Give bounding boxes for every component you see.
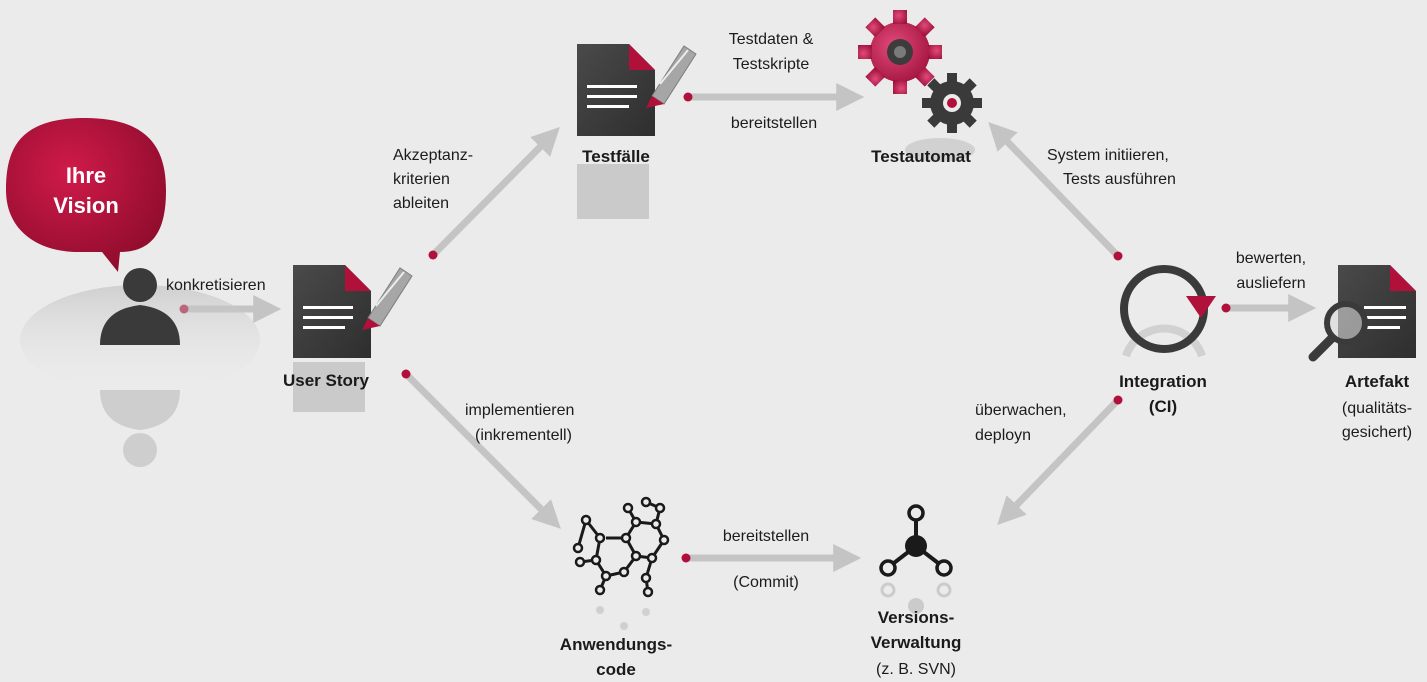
version-control-reflection	[880, 582, 952, 614]
cycle-icon	[1120, 265, 1216, 353]
versions-label-1: Versions-	[878, 608, 955, 627]
label-konkretisieren: konkretisieren	[166, 277, 266, 294]
label-ueberwachen-1: überwachen,	[975, 402, 1067, 419]
person-group	[20, 268, 260, 467]
small-gear-icon	[922, 73, 982, 133]
cycle-reflection	[1122, 324, 1206, 358]
anwendungscode-node: Anwendungs- code	[560, 496, 672, 679]
label-akzeptanz-3: ableiten	[393, 195, 449, 212]
label-system-2: Tests ausführen	[1063, 171, 1176, 188]
label-commit: (Commit)	[733, 574, 799, 591]
arrow-userstory-to-code	[403, 371, 561, 529]
label-testdaten-1: Testdaten &	[729, 31, 814, 48]
arrows	[184, 83, 1317, 572]
label-system-1: System initiieren,	[1047, 147, 1169, 164]
integration-node: Integration (CI)	[1119, 265, 1216, 416]
person-reflection	[100, 390, 180, 467]
gear-reflection	[905, 138, 975, 162]
versions-sub-label: (z. B. SVN)	[876, 661, 956, 678]
testfaelle-reflection	[577, 164, 649, 219]
edge-labels: konkretisieren Akzeptanz- kriterien able…	[166, 31, 1306, 591]
magnifier-icon	[1308, 301, 1368, 362]
anwendungscode-label-1: Anwendungs-	[560, 635, 672, 654]
anwendungscode-label-2: code	[596, 660, 636, 679]
molecule-atoms	[572, 496, 670, 598]
artefakt-label: Artefakt	[1345, 372, 1410, 391]
label-bereitstellen-top: bereitstellen	[731, 115, 817, 132]
testfaelle-node: Testfälle	[577, 44, 697, 219]
label-akzeptanz-2: kriterien	[393, 171, 450, 188]
user-story-node: User Story	[283, 265, 413, 412]
artefakt-node: Artefakt (qualitäts- gesichert)	[1308, 265, 1416, 441]
integration-label-2: (CI)	[1149, 397, 1177, 416]
user-story-label: User Story	[283, 371, 370, 390]
pencil-icon	[646, 45, 697, 108]
artefakt-sub-1: (qualitäts-	[1342, 400, 1412, 417]
artefakt-sub-2: gesichert)	[1342, 424, 1412, 441]
vision-line2: Vision	[53, 193, 119, 218]
arrow-integration-to-testautomat	[988, 121, 1121, 259]
label-bewerten-1: bewerten,	[1236, 250, 1306, 267]
label-bewerten-2: ausliefern	[1236, 275, 1305, 292]
integration-label-1: Integration	[1119, 372, 1207, 391]
large-gear-icon	[858, 10, 942, 94]
document-icon	[293, 265, 371, 358]
label-implementieren-2: (inkrementell)	[475, 427, 572, 444]
label-ueberwachen-2: deployn	[975, 427, 1031, 444]
label-akzeptanz-1: Akzeptanz-	[393, 147, 473, 164]
version-control-icon	[879, 504, 953, 577]
arrow-origin-dots	[179, 92, 1231, 563]
testautomat-label: Testautomat	[871, 147, 971, 166]
label-testdaten-2: Testskripte	[733, 56, 810, 73]
molecule-reflection	[596, 606, 650, 630]
user-story-reflection	[293, 362, 365, 412]
arrow-userstory-to-testfaelle	[430, 127, 560, 258]
vision-line1: Ihre	[66, 163, 106, 188]
person-icon	[100, 268, 180, 345]
versions-node: Versions- Verwaltung (z. B. SVN)	[871, 504, 962, 678]
vision-speech-bubble: Ihre Vision	[6, 118, 166, 272]
label-bereitstellen-bottom: bereitstellen	[723, 528, 809, 545]
versions-label-2: Verwaltung	[871, 633, 962, 652]
label-implementieren-1: implementieren	[465, 402, 574, 419]
testfaelle-label: Testfälle	[582, 147, 650, 166]
arrow-integration-to-versions	[997, 397, 1121, 526]
testautomat-node: Testautomat	[858, 10, 982, 166]
pencil-icon	[362, 267, 413, 330]
document-icon	[577, 44, 655, 136]
